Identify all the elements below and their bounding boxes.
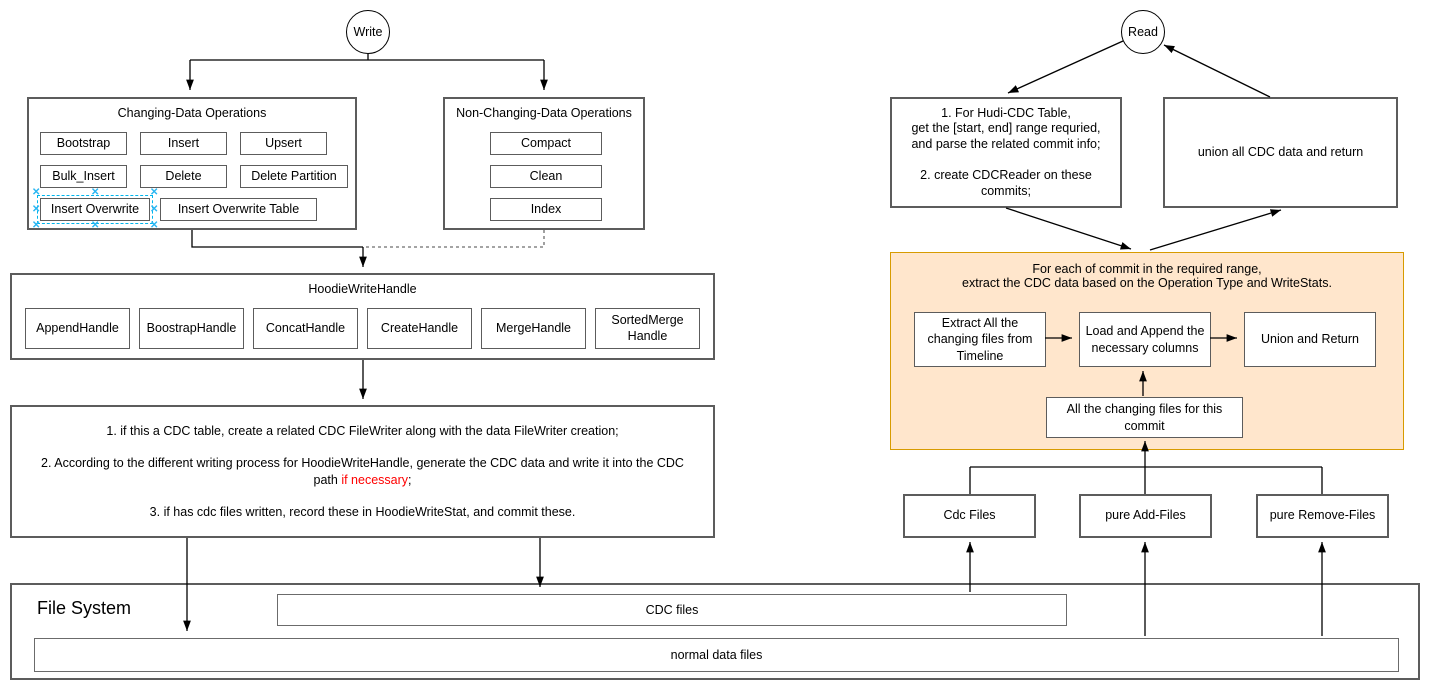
connector-changing-elbow <box>191 230 363 248</box>
write-start-label: Write <box>353 25 383 39</box>
op-bootstrap[interactable]: Bootstrap <box>40 132 127 155</box>
op-insert[interactable]: Insert <box>140 132 227 155</box>
non-changing-data-operations-title: Non-Changing-Data Operations <box>456 106 632 120</box>
cdc-files-node[interactable]: Cdc Files <box>903 494 1036 538</box>
note-line-2-prefix: 2. According to the different writing pr… <box>41 456 684 487</box>
connector-read-to-prepare <box>1007 40 1124 94</box>
step-extract-changing-files[interactable]: Extract All the changing files from Time… <box>914 312 1046 367</box>
op-delete[interactable]: Delete <box>140 165 227 188</box>
file-system-group[interactable]: File System CDC files normal data files <box>10 583 1420 680</box>
file-system-label: File System <box>37 598 132 618</box>
op-delete-label: Delete <box>165 168 202 183</box>
op-insert-overwrite-table[interactable]: Insert Overwrite Table <box>160 198 317 221</box>
per-commit-title: For each of commit in the required range… <box>962 262 1332 290</box>
selection-handle[interactable] <box>32 222 40 230</box>
cdc-files-node-label: Cdc Files <box>943 508 996 523</box>
write-notes-box[interactable]: 1. if this a CDC table, create a related… <box>10 405 715 538</box>
connector-write-split <box>190 54 544 61</box>
non-changing-data-operations-group[interactable]: Non-Changing-Data Operations Compact Cle… <box>443 97 645 230</box>
op-insert-label: Insert <box>167 135 200 150</box>
connector-filegroups-branch <box>969 466 1323 494</box>
handle-merge-label: MergeHandle <box>495 320 572 335</box>
connector-percommit-to-union <box>1149 209 1282 251</box>
read-start-label: Read <box>1128 25 1158 39</box>
note-line-2-suffix: ; <box>408 472 412 487</box>
op-bootstrap-label: Bootstrap <box>56 135 111 150</box>
handle-boostrap-label: BoostrapHandle <box>146 320 237 335</box>
op-compact[interactable]: Compact <box>490 132 602 155</box>
selection-handle[interactable] <box>32 206 40 214</box>
prepare-commits-box[interactable]: 1. For Hudi-CDC Table, get the [start, e… <box>890 97 1122 208</box>
normal-data-files-bar-label: normal data files <box>670 648 763 662</box>
op-insert-overwrite-label: Insert Overwrite <box>50 201 140 216</box>
pure-remove-files-node-label: pure Remove-Files <box>1269 508 1376 523</box>
write-handles-row: AppendHandle BoostrapHandle ConcatHandle… <box>12 308 713 349</box>
pure-remove-files-node[interactable]: pure Remove-Files <box>1256 494 1389 538</box>
op-delete-partition[interactable]: Delete Partition <box>240 165 348 188</box>
op-clean-label: Clean <box>529 168 563 183</box>
handle-concat-label: ConcatHandle <box>265 320 346 335</box>
union-result-box[interactable]: union all CDC data and return <box>1163 97 1398 208</box>
handle-concat[interactable]: ConcatHandle <box>253 308 358 349</box>
connector-union-to-read <box>1163 44 1271 98</box>
cdc-files-bar[interactable]: CDC files <box>277 594 1067 626</box>
selection-handle[interactable] <box>150 206 158 214</box>
handle-boostrap[interactable]: BoostrapHandle <box>139 308 244 349</box>
pure-add-files-node[interactable]: pure Add-Files <box>1079 494 1212 538</box>
selection-handle[interactable] <box>150 222 158 230</box>
hoodie-write-handle-group[interactable]: HoodieWriteHandle AppendHandle BoostrapH… <box>10 273 715 360</box>
op-compact-label: Compact <box>520 135 572 150</box>
op-clean[interactable]: Clean <box>490 165 602 188</box>
op-index[interactable]: Index <box>490 198 602 221</box>
handle-sorted-merge-label: SortedMerge Handle <box>611 312 684 343</box>
selection-handle[interactable] <box>91 222 99 230</box>
op-index-label: Index <box>530 201 562 216</box>
note-line-2-highlight: if necessary <box>341 472 409 487</box>
pure-add-files-node-label: pure Add-Files <box>1105 508 1186 523</box>
op-delete-partition-label: Delete Partition <box>251 168 337 183</box>
selection-handle[interactable] <box>32 189 40 197</box>
cdc-files-bar-label: CDC files <box>645 603 699 617</box>
handle-merge[interactable]: MergeHandle <box>481 308 586 349</box>
handle-append[interactable]: AppendHandle <box>25 308 130 349</box>
op-bulk-insert[interactable]: Bulk_Insert <box>40 165 127 188</box>
connector-prepare-to-percommit <box>1005 207 1132 250</box>
connector-nonchanging-dashed <box>365 230 545 248</box>
handle-sorted-merge[interactable]: SortedMerge Handle <box>595 308 700 349</box>
op-upsert[interactable]: Upsert <box>240 132 327 155</box>
op-bulk-insert-label: Bulk_Insert <box>52 168 115 183</box>
prepare-commits-text: 1. For Hudi-CDC Table, get the [start, e… <box>911 105 1101 198</box>
note-line-2: 2. According to the different writing pr… <box>40 455 685 488</box>
handle-create[interactable]: CreateHandle <box>367 308 472 349</box>
hoodie-write-handle-title: HoodieWriteHandle <box>308 282 417 296</box>
step-extract-changing-files-label: Extract All the changing files from Time… <box>927 316 1033 363</box>
changing-data-operations-title: Changing-Data Operations <box>117 106 267 120</box>
step-union-return[interactable]: Union and Return <box>1244 312 1376 367</box>
changing-data-operations-group[interactable]: Changing-Data Operations Bootstrap Inser… <box>27 97 357 230</box>
op-insert-overwrite[interactable]: Insert Overwrite <box>37 195 153 224</box>
normal-data-files-bar[interactable]: normal data files <box>34 638 1399 672</box>
per-commit-group[interactable]: For each of commit in the required range… <box>890 252 1404 450</box>
changing-files-for-commit-label: All the changing files for this commit <box>1066 402 1223 433</box>
read-start-node[interactable]: Read <box>1121 10 1165 54</box>
step-union-return-label: Union and Return <box>1261 332 1359 347</box>
op-insert-overwrite-table-label: Insert Overwrite Table <box>177 201 300 216</box>
handle-append-label: AppendHandle <box>36 320 119 335</box>
write-start-node[interactable]: Write <box>346 10 390 54</box>
op-upsert-label: Upsert <box>265 135 302 150</box>
step-load-append-columns[interactable]: Load and Append the necessary columns <box>1079 312 1211 367</box>
note-line-1: 1. if this a CDC table, create a related… <box>106 424 619 438</box>
step-load-append-columns-label: Load and Append the necessary columns <box>1085 324 1205 355</box>
handle-create-label: CreateHandle <box>380 320 459 335</box>
union-result-text: union all CDC data and return <box>1197 144 1364 159</box>
changing-files-for-commit-box[interactable]: All the changing files for this commit <box>1046 397 1243 438</box>
selection-handle[interactable] <box>150 189 158 197</box>
selection-handle[interactable] <box>91 189 99 197</box>
note-line-3: 3. if has cdc files written, record thes… <box>149 504 576 519</box>
